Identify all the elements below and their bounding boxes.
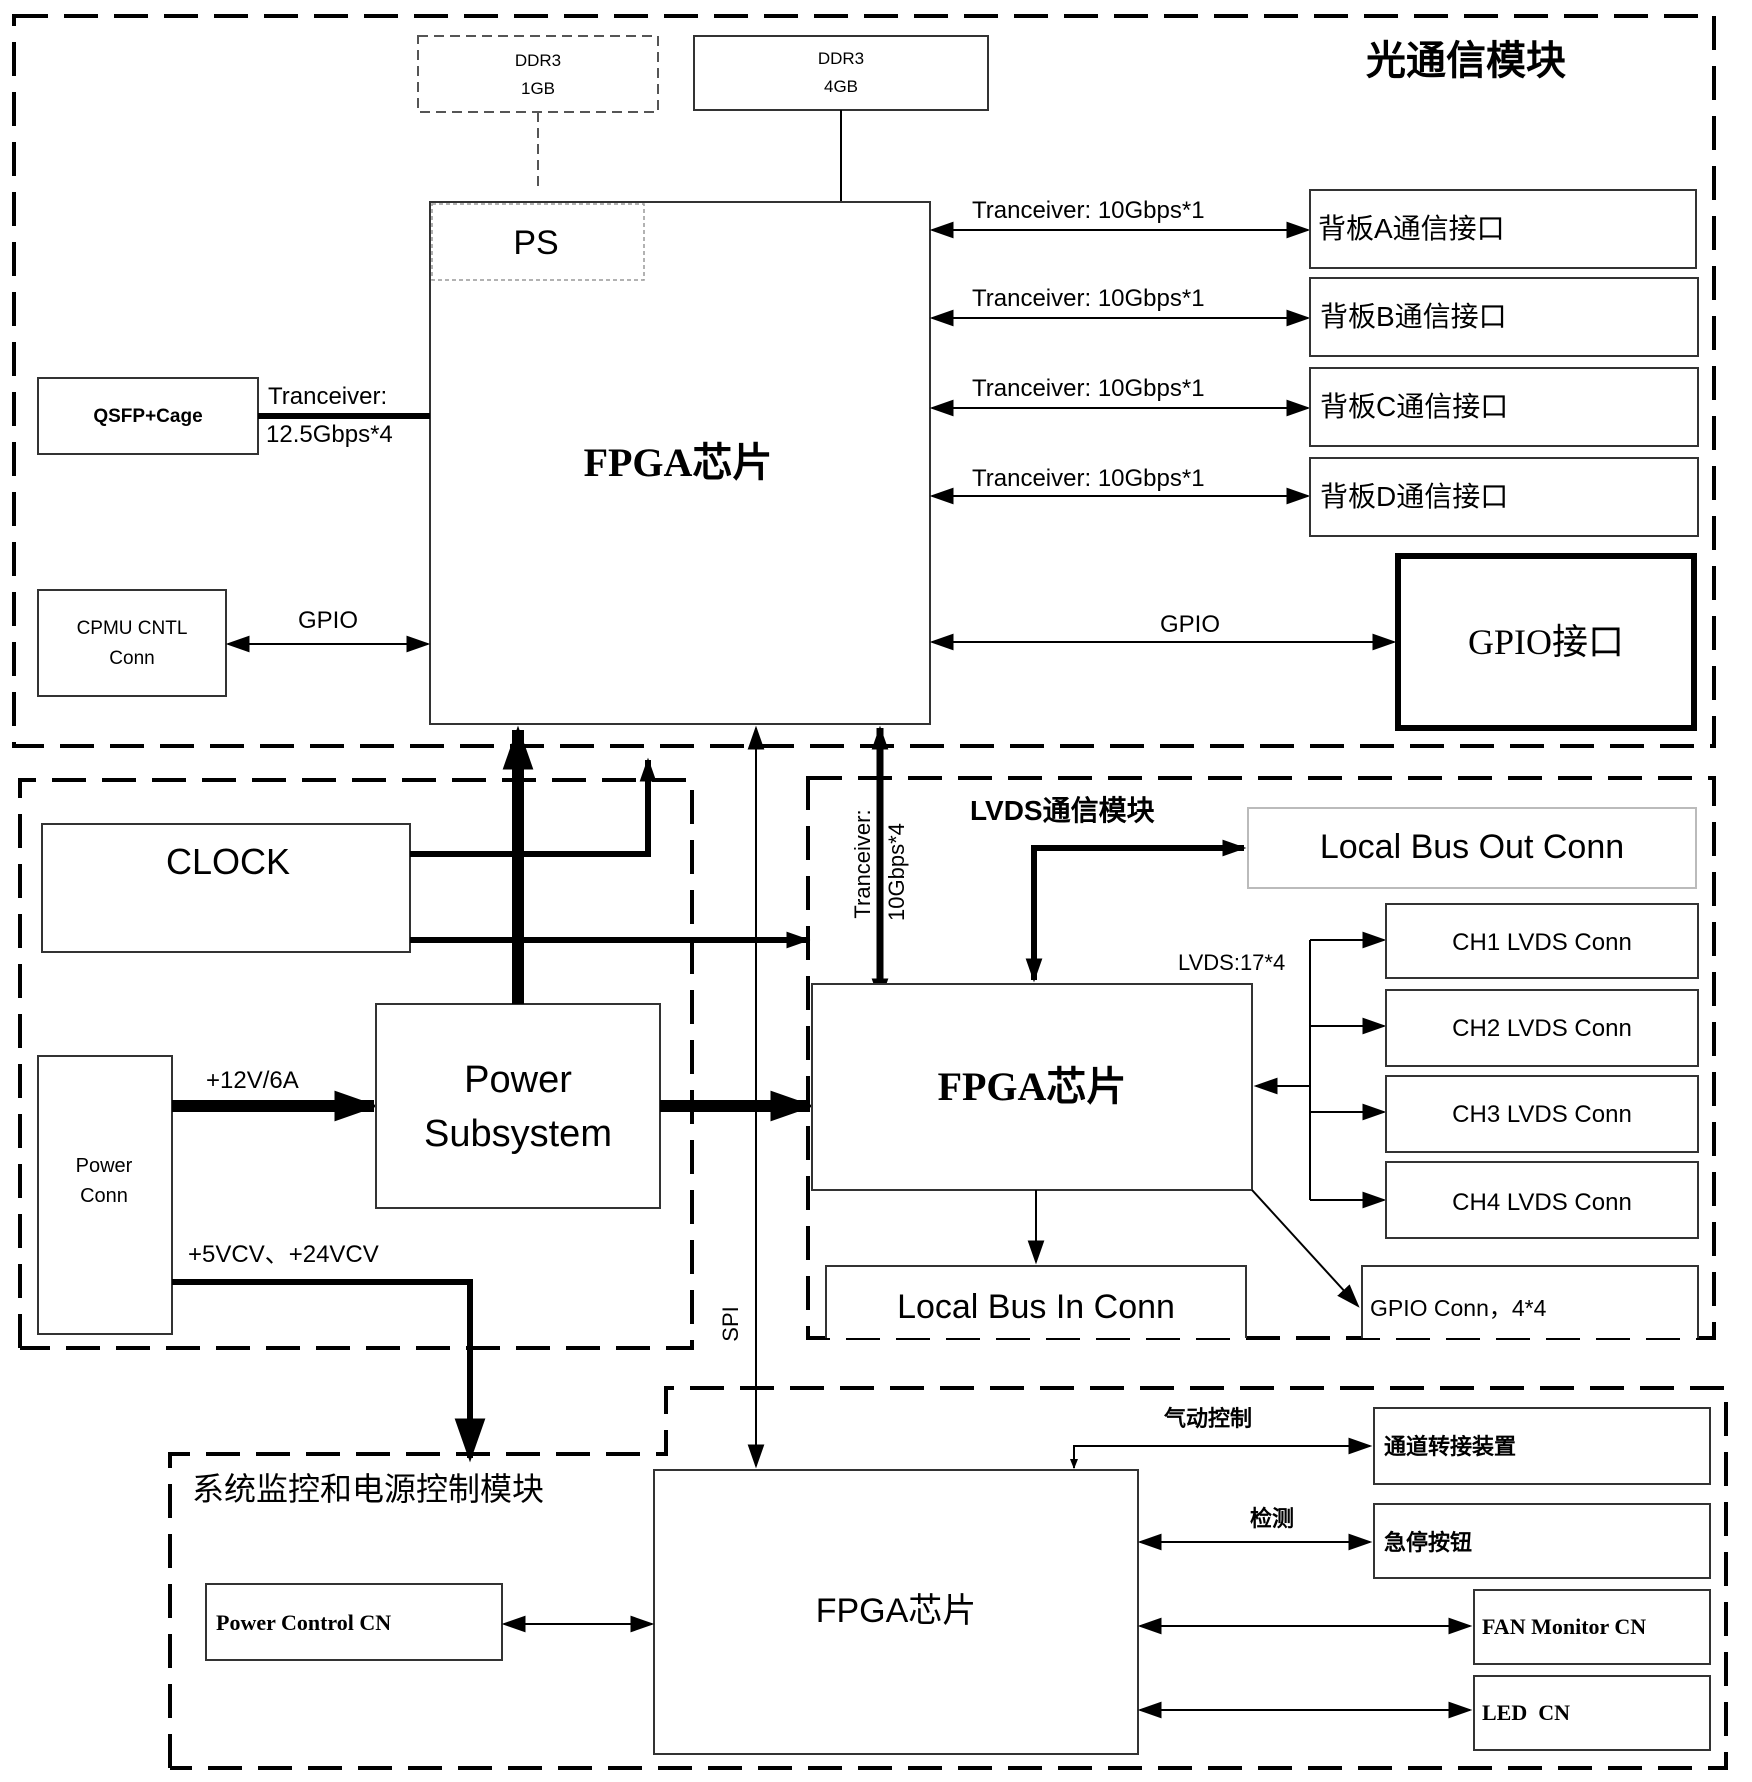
lvds-transceiver-label-2: 10Gbps*4 (884, 823, 909, 921)
gpio-conn-link (1251, 1189, 1360, 1308)
lvds-transceiver-label-1: Tranceiver: (850, 809, 875, 918)
led-cn-label: LED CN (1482, 1700, 1570, 1725)
gpio-conn-box: GPIO Conn，4*4 (1361, 1265, 1699, 1338)
lvds-link-label: LVDS:17*4 (1178, 950, 1285, 975)
backplane-b-link-label: Tranceiver: 10Gbps*1 (972, 285, 1205, 312)
qsfp-link-label-2: 12.5Gbps*4 (266, 421, 393, 448)
pneumatic-control-link (1070, 1437, 1373, 1469)
backplane-c: Tranceiver: 10Gbps*1 背板C通信接口 (929, 367, 1699, 447)
backplane-a-label: 背板A通信接口 (1318, 213, 1505, 244)
backplane-b: Tranceiver: 10Gbps*1 背板B通信接口 (929, 277, 1699, 357)
backplane-c-link-label: Tranceiver: 10Gbps*1 (972, 375, 1205, 402)
clock-label: CLOCK (166, 841, 290, 882)
clock-to-ps-link (410, 757, 657, 857)
lvds-module-title: LVDS通信模块 (970, 795, 1155, 826)
local-bus-out-label: Local Bus Out Conn (1320, 828, 1624, 866)
backplane-d-label: 背板D通信接口 (1320, 481, 1508, 512)
ch2-lvds-conn-box: CH2 LVDS Conn (1385, 989, 1699, 1067)
local-bus-in-label: Local Bus In Conn (897, 1288, 1175, 1326)
lvds-fpga-label: FPGA芯片 (938, 1064, 1127, 1109)
gpio-conn-label: GPIO Conn，4*4 (1370, 1295, 1547, 1321)
main-fpga-label: FPGA芯片 (584, 440, 773, 485)
lvds-fpga-chip: FPGA芯片 (811, 983, 1253, 1191)
cpmu-cntl-box: CPMU CNTL Conn (37, 589, 227, 697)
gpio-interface-link-label: GPIO (1160, 611, 1220, 638)
ddr3-4gb-line2: 4GB (824, 77, 858, 96)
pneumatic-control-label: 气动控制 (1163, 1406, 1252, 1431)
monitor-module-title: 系统监控和电源控制模块 (192, 1471, 544, 1507)
backplane-c-label: 背板C通信接口 (1320, 391, 1508, 422)
emergency-stop-label: 急停按钮 (1384, 1530, 1472, 1555)
power-subsystem-label-2: Subsystem (424, 1113, 612, 1155)
power-conn-label-2: Conn (80, 1185, 128, 1207)
spi-label: SPI (718, 1306, 743, 1341)
ch4-lvds-conn-box: CH4 LVDS Conn (1385, 1161, 1699, 1239)
emergency-stop-box: 急停按钮 (1373, 1503, 1711, 1579)
power-subsystem-label-1: Power (464, 1059, 572, 1101)
lvds-module-region (806, 776, 1716, 1340)
monitor-module-region (168, 1386, 1728, 1770)
fan-monitor-cn-label: FAN Monitor CN (1482, 1614, 1646, 1639)
ch4-lvds-conn-label: CH4 LVDS Conn (1452, 1189, 1632, 1216)
clock-box: CLOCK (41, 823, 411, 953)
local-bus-out-link (1025, 839, 1247, 983)
cpmu-label-2: Conn (109, 648, 154, 669)
ddr3-1gb-line1: DDR3 (515, 51, 561, 70)
ddr3-4gb-box: DDR3 4GB (693, 35, 989, 111)
channel-adapter-label: 通道转接装置 (1384, 1434, 1516, 1459)
gpio-interface-box: GPIO接口 (1395, 553, 1697, 731)
fan-monitor-cn-box: FAN Monitor CN (1473, 1589, 1711, 1665)
backplane-a-link-label: Tranceiver: 10Gbps*1 (972, 197, 1205, 224)
qsfp-cage-box: QSFP+Cage (37, 377, 259, 455)
qsfp-link-label-1: Tranceiver: (268, 383, 387, 410)
ps-label: PS (513, 224, 558, 262)
power-subsystem-box: Power Subsystem (375, 1003, 661, 1209)
detection-label: 检测 (1250, 1506, 1294, 1531)
qsfp-label: QSFP+Cage (93, 406, 202, 427)
aux-power-link (172, 1279, 486, 1463)
gpio-interface-label: GPIO接口 (1468, 622, 1624, 662)
local-bus-in-box: Local Bus In Conn (825, 1265, 1247, 1338)
backplane-a: Tranceiver: 10Gbps*1 背板A通信接口 (929, 189, 1697, 269)
channel-adapter-box: 通道转接装置 (1373, 1407, 1711, 1485)
backplane-b-label: 背板B通信接口 (1320, 301, 1507, 332)
aux-power-label: +5VCV、+24VCV (188, 1241, 379, 1268)
backplane-d: Tranceiver: 10Gbps*1 背板D通信接口 (929, 457, 1699, 537)
power-conn-label-1: Power (76, 1155, 133, 1177)
power-12v-label: +12V/6A (206, 1067, 299, 1094)
local-bus-out-box: Local Bus Out Conn (1247, 807, 1697, 889)
main-fpga-chip: PS FPGA芯片 (429, 201, 931, 725)
power-conn-box: Power Conn (37, 1055, 173, 1335)
led-cn-box: LED CN (1473, 1675, 1711, 1751)
ddr3-1gb-line2: 1GB (521, 79, 555, 98)
ddr3-4gb-line1: DDR3 (818, 49, 864, 68)
power-control-cn-label: Power Control CN (216, 1610, 391, 1635)
ch2-lvds-conn-label: CH2 LVDS Conn (1452, 1015, 1632, 1042)
monitor-fpga-chip: FPGA芯片 (653, 1469, 1139, 1755)
ch3-lvds-conn-label: CH3 LVDS Conn (1452, 1101, 1632, 1128)
ch1-lvds-conn-box: CH1 LVDS Conn (1385, 903, 1699, 979)
backplane-d-link-label: Tranceiver: 10Gbps*1 (972, 465, 1205, 492)
cpmu-gpio-label: GPIO (298, 607, 358, 634)
monitor-fpga-label: FPGA芯片 (816, 1592, 977, 1630)
ch3-lvds-conn-box: CH3 LVDS Conn (1385, 1075, 1699, 1153)
optical-module-region (12, 14, 1716, 748)
cpmu-label-1: CPMU CNTL (77, 618, 188, 639)
optical-module-title: 光通信模块 (1366, 39, 1566, 83)
ddr3-1gb-box: DDR3 1GB (417, 35, 659, 113)
ch1-lvds-conn-label: CH1 LVDS Conn (1452, 929, 1632, 956)
power-control-cn-box: Power Control CN (205, 1583, 503, 1661)
